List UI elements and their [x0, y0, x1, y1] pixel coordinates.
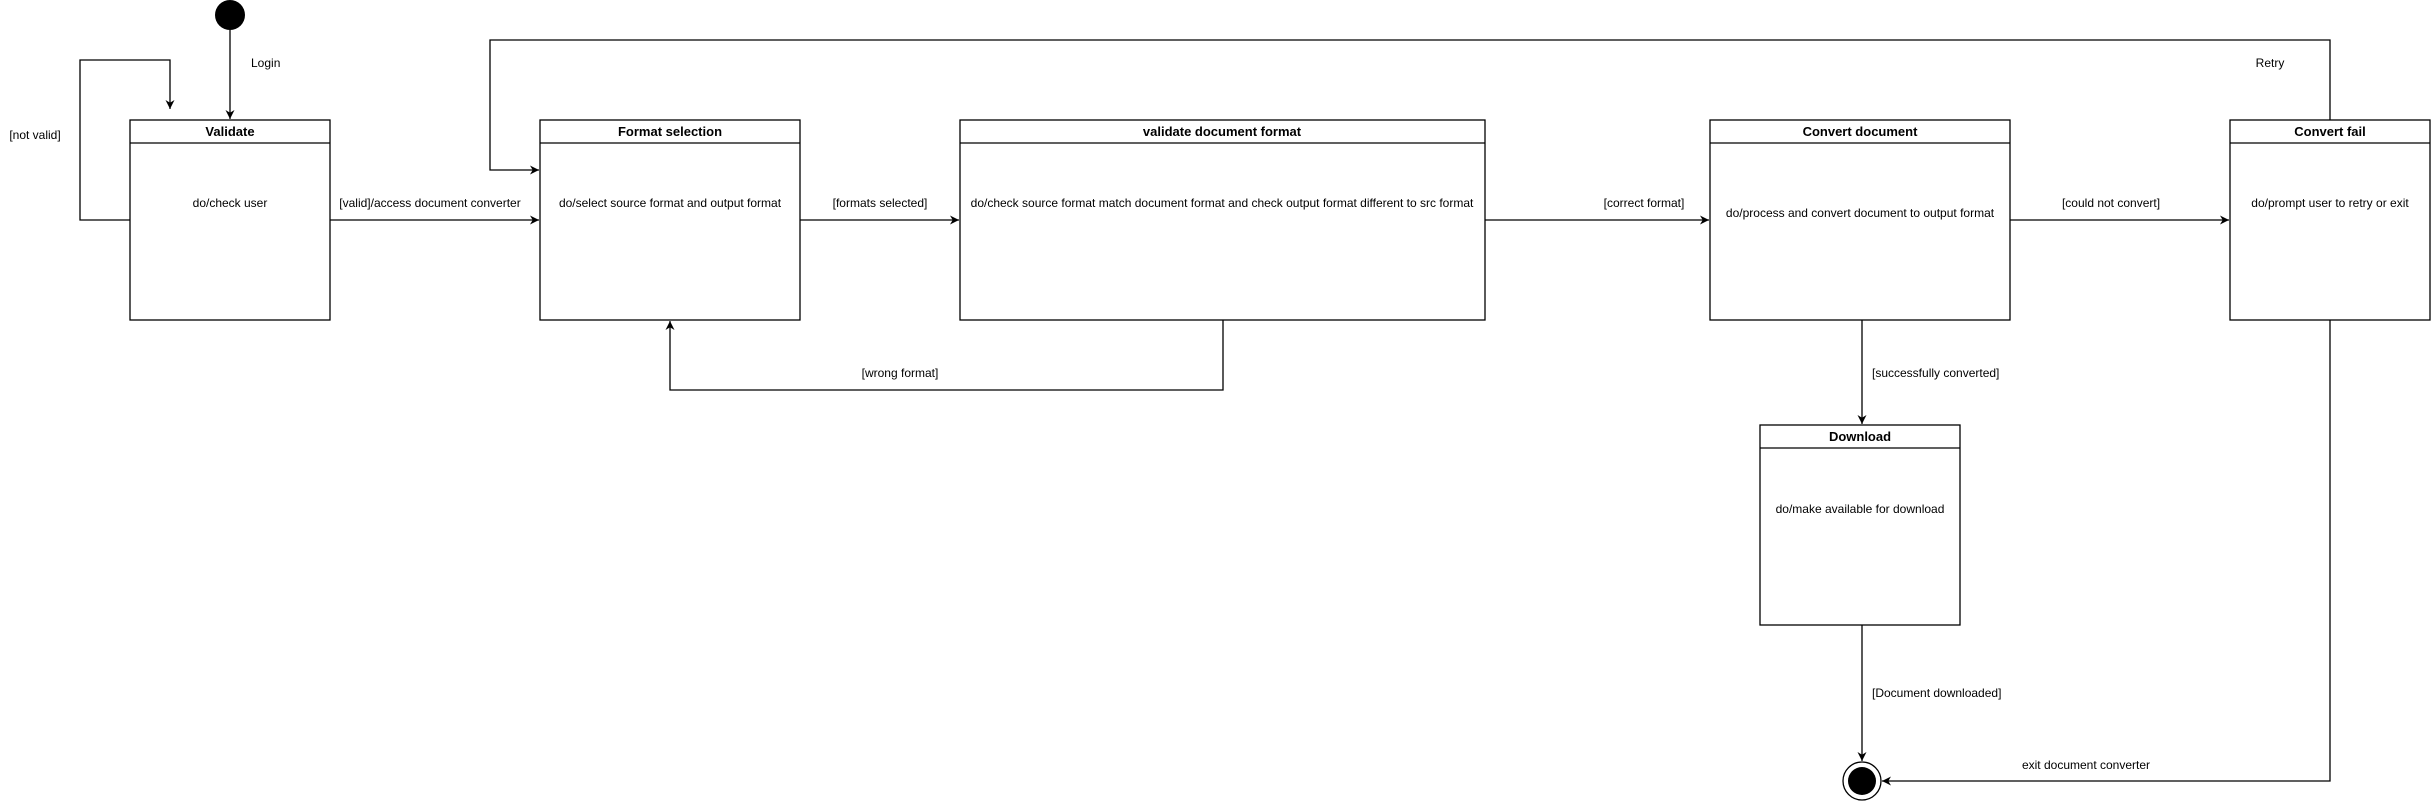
edge-not-valid — [79, 59, 175, 221]
label-wrong-format: [wrong format] — [862, 366, 939, 380]
state-format-selection-activity: do/select source format and output forma… — [559, 196, 782, 210]
edge-exit — [1882, 320, 2331, 786]
edge-retry — [489, 39, 2331, 175]
edge-wrong-format — [665, 320, 1224, 391]
state-validate-format-activity: do/check source format match document fo… — [971, 196, 1474, 210]
transitions — [79, 30, 2331, 786]
label-valid: [valid]/access document converter — [339, 196, 520, 210]
state-validate-document-format: validate document format do/check source… — [959, 119, 1486, 321]
initial-state — [215, 0, 245, 30]
state-download: Download do/make available for download — [1759, 424, 1961, 626]
final-state — [1842, 761, 1882, 801]
label-document-downloaded: [Document downloaded] — [1872, 686, 2001, 700]
transition-labels: Login [not valid] [valid]/access documen… — [9, 56, 2284, 772]
state-convert-title: Convert document — [1803, 124, 1919, 139]
state-validate: Validate do/check user — [129, 119, 331, 321]
state-convert-activity: do/process and convert document to outpu… — [1726, 206, 1995, 220]
state-format-selection: Format selection do/select source format… — [539, 119, 801, 321]
label-not-valid: [not valid] — [9, 128, 60, 142]
state-convert-fail-title: Convert fail — [2294, 124, 2366, 139]
state-validate-activity: do/check user — [193, 196, 268, 210]
state-validate-title: Validate — [205, 124, 254, 139]
state-download-activity: do/make available for download — [1776, 502, 1945, 516]
state-download-title: Download — [1829, 429, 1891, 444]
state-convert-document: Convert document do/process and convert … — [1709, 119, 2011, 321]
label-could-not-convert: [could not convert] — [2062, 196, 2160, 210]
label-successfully-converted: [successfully converted] — [1872, 366, 1999, 380]
label-login: Login — [251, 56, 280, 70]
state-validate-format-title: validate document format — [1143, 124, 1302, 139]
label-retry: Retry — [2256, 56, 2285, 70]
state-convert-fail: Convert fail do/prompt user to retry or … — [2229, 119, 2431, 321]
label-correct-format: [correct format] — [1604, 196, 1685, 210]
state-convert-fail-activity: do/prompt user to retry or exit — [2251, 196, 2409, 210]
label-exit: exit document converter — [2022, 758, 2150, 772]
label-formats-selected: [formats selected] — [833, 196, 928, 210]
state-format-selection-title: Format selection — [618, 124, 722, 139]
